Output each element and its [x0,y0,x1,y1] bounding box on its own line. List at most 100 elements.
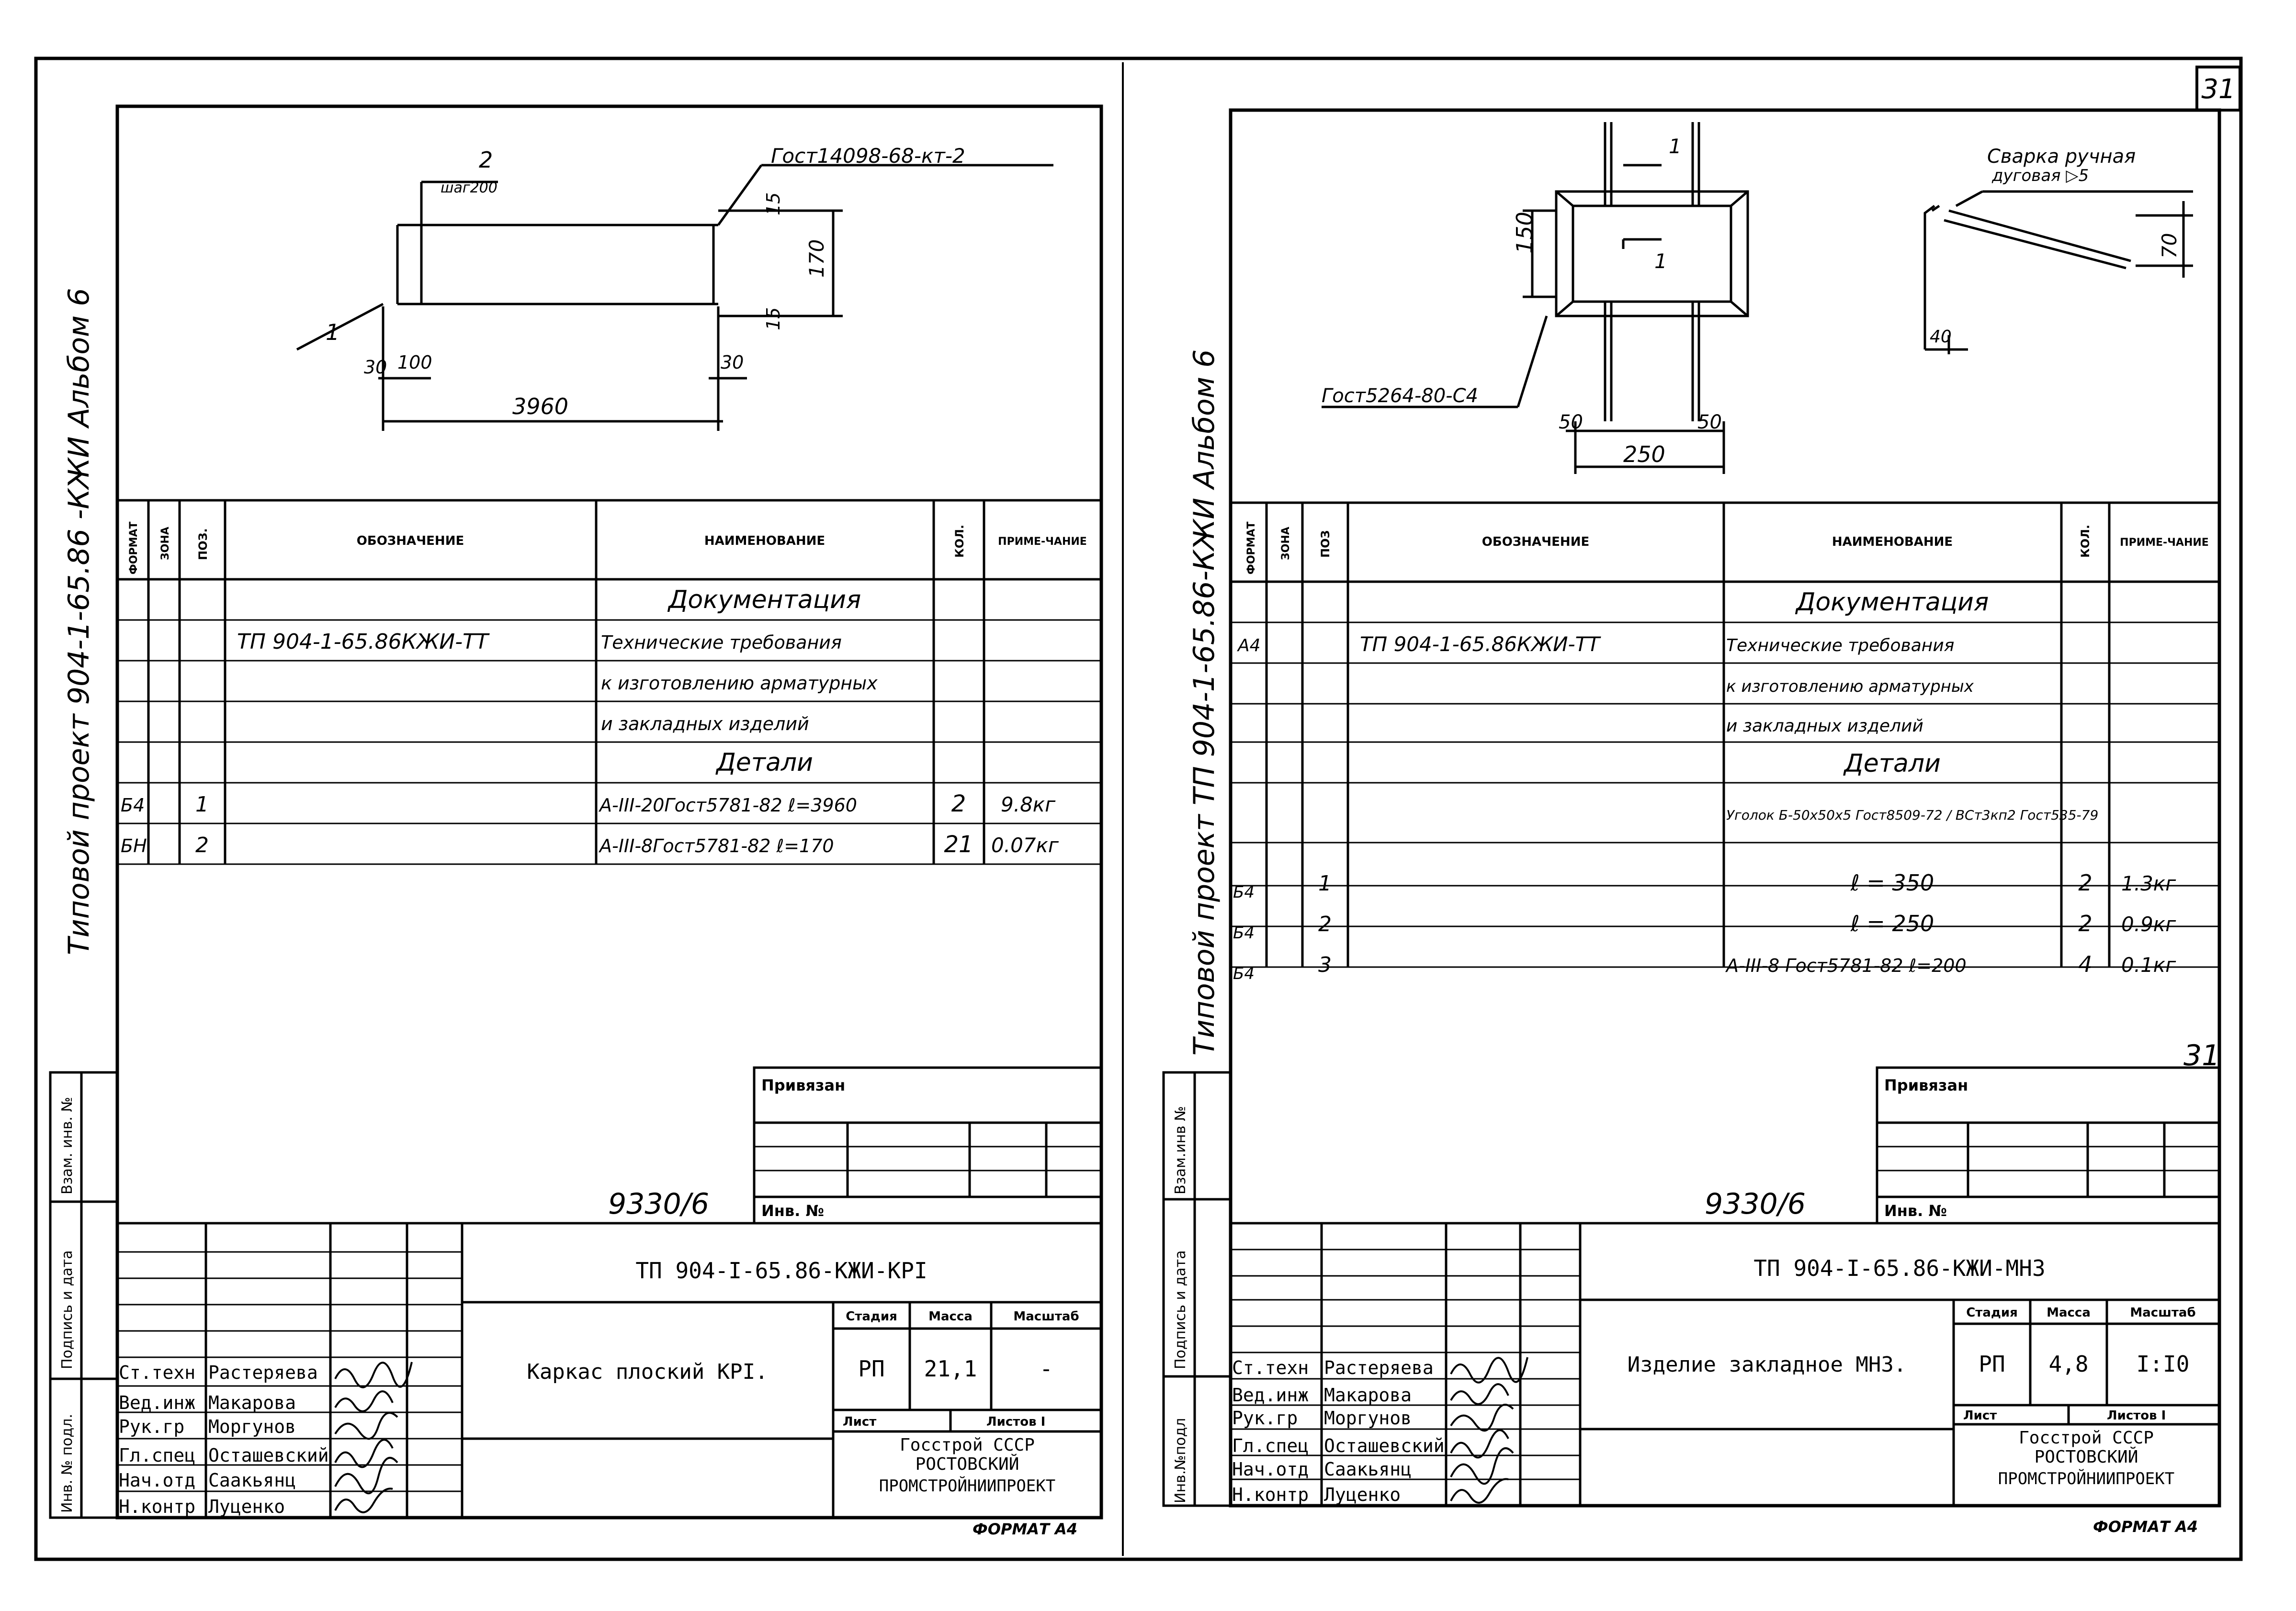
table-row: 0.9кг [2121,913,2176,936]
table-row: ℓ = 250 [1850,911,1934,936]
right-scale-label: Масштаб [2130,1306,2195,1320]
list-item: Саакьянц [208,1470,296,1491]
table-row: к изготовлению арматурных [1726,677,1974,696]
left-dim-30-right: 30 [721,352,744,373]
table-row: 2 [2078,870,2092,896]
list-item: Гл.спец [1232,1435,1309,1456]
left-product-name: Каркас плоский КРI. [527,1360,768,1384]
left-dim-170: 170 [805,239,828,278]
list-item: Нач.отд [1232,1459,1309,1480]
right-hdr-zone: ЗОНА [1280,527,1292,560]
right-strip-vzam: Взам.инв № [1172,1106,1189,1194]
table-row: 4 [2078,951,2092,977]
right-mass-label: Масса [2047,1306,2091,1320]
table-row: ТП 904-1-65.86КЖИ-ТТ [1360,632,1601,656]
table-row: 2 [2078,911,2092,936]
left-hdr-note: ПРИМЕ-ЧАНИЕ [998,536,1087,548]
table-row: ТП 904-1-65.86КЖИ-ТТ [237,630,490,654]
table-row: 2 [195,833,209,857]
right-dim-40: 40 [1930,327,1952,347]
left-pos2: 2 [479,147,493,173]
table-row: к изготовлению арматурных [601,673,878,694]
right-format: ФОРМАТ А4 [2093,1518,2198,1536]
right-hdr-fmt: ФОРМАТ [1245,521,1257,575]
left-doc-code: ТП 904-I-65.86-КЖИ-КРI [635,1258,927,1284]
table-row: Детали [1843,749,1941,778]
list-item: Макарова [1324,1385,1412,1406]
right-drawing [1322,122,2193,474]
right-doc-code: ТП 904-I-65.86-КЖИ-МН3 [1753,1255,2045,1281]
right-inv-label: Инв. № [1884,1202,1947,1220]
table-row: Документация [667,586,861,614]
left-hdr-code: ОБОЗНАЧЕНИЕ [357,534,464,548]
table-row: 21 [944,831,973,858]
list-item: Рук.гр [1232,1408,1298,1429]
list-item: Осташевский [208,1445,329,1466]
right-dim-70: 70 [2158,233,2181,259]
list-item: Нач.отд [119,1470,195,1491]
left-strip-inv: Инв. № подл. [59,1414,76,1513]
right-mass: 4,8 [2048,1351,2088,1377]
page-number: 31 [2201,74,2235,105]
list-item: Моргунов [208,1416,296,1437]
right-weld-2: дуговая ▷5 [1991,166,2089,185]
left-hdr-name: НАИМЕНОВАНИЕ [704,534,825,548]
left-dim-15-top: 15 [763,192,784,215]
right-stage: РП [1979,1351,2005,1377]
right-org-1: Госстрой СССР [2019,1428,2154,1448]
right-roles: Ст.техн Вед.инж Рук.гр Гл.спец Нач.отд Н… [1232,1357,1445,1505]
left-step: шаг200 [441,180,498,196]
table-row: Документация [1795,588,1989,617]
left-sheets-label: Листов I [986,1415,1045,1429]
left-org-1: Госстрой СССР [900,1435,1035,1455]
right-signatures [1450,1357,1528,1504]
right-gost: Гост5264-80-С4 [1322,385,1478,407]
outer-frame [34,56,2243,1561]
right-inv-number: 9330/6 [1705,1187,1806,1221]
left-scale-label: Масштаб [1013,1309,1079,1324]
left-scale: - [1040,1356,1053,1382]
left-stage: РП [858,1356,884,1382]
table-row: Детали [715,748,813,777]
left-side-title: Типовой проект 904-1-65.86 -КЖИ Альбом 6 [62,288,96,955]
list-item: Моргунов [1324,1408,1412,1429]
right-hdr-code: ОБОЗНАЧЕНИЕ [1482,535,1589,549]
left-sheet: Типовой проект 904-1-65.86 -КЖИ Альбом 6… [49,104,1103,1538]
right-dim-250: 250 [1623,441,1665,467]
table-row: А-III-8 Гост5781-82 ℓ=200 [1725,955,1967,976]
table-row: Б4 [1233,924,1255,943]
left-stage-label: Стадия [846,1309,897,1324]
right-section-top: 1 [1669,135,1682,158]
list-item: Н.контр [1232,1484,1309,1505]
table-row: ℓ = 350 [1850,870,1934,896]
left-hdr-fmt: ФОРМАТ [128,521,140,575]
table-row: А4 [1237,636,1261,655]
list-item: Макарова [208,1392,296,1413]
left-pos1: 1 [326,319,339,345]
left-spec-table [117,499,1101,865]
list-item: Растеряева [1324,1357,1434,1378]
right-hdr-qty: КОЛ. [2079,525,2092,558]
list-item: Вед.инж [119,1392,195,1413]
table-row: 2 [951,790,966,817]
left-dim-100: 100 [397,352,432,373]
left-gost: Гост14098-68-кт-2 [771,144,965,168]
table-row: 1.3кг [2121,872,2176,895]
table-row: Б4 [1233,964,1255,983]
left-dim-15-bottom: 15 [763,307,784,330]
table-row: Б4 [121,795,145,816]
left-strip-sign: Подпись и дата [59,1250,76,1370]
left-inv-number: 9330/6 [608,1187,709,1221]
list-item: Вед.инж [1232,1385,1309,1406]
right-org-2: РОСТОВСКИЙ [2035,1447,2138,1467]
table-row: 1 [1318,871,1332,896]
list-item: Ст.техн [1232,1357,1309,1378]
table-row: Технические требования [601,632,842,653]
right-dim-50-right: 50 [1697,411,1722,433]
right-strip-inv: Инв.№подл [1172,1418,1189,1503]
left-format: ФОРМАТ А4 [973,1520,1077,1538]
table-row: БН [121,835,147,856]
left-drawing [296,164,1053,431]
right-section-bottom: 1 [1654,249,1667,273]
